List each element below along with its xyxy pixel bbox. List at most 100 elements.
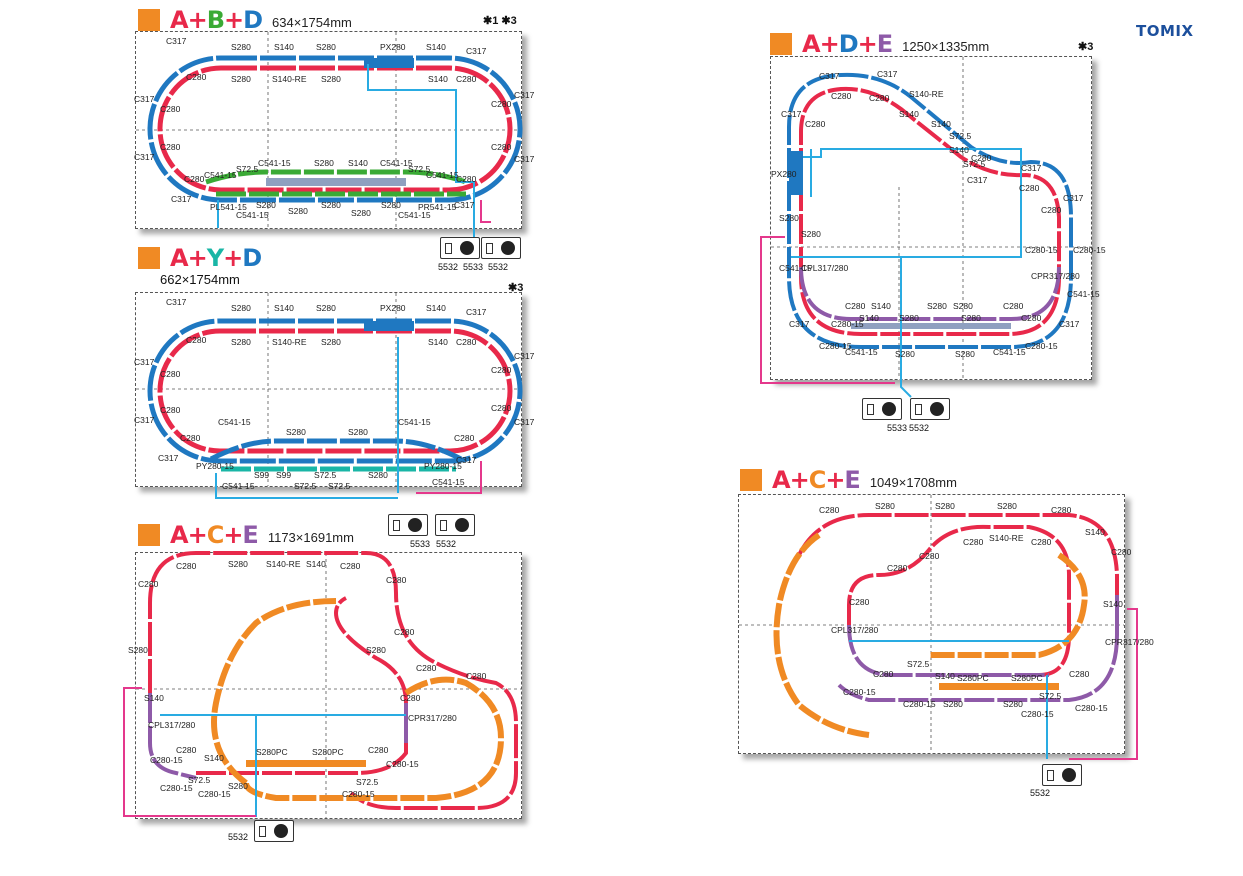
svg-text:C280-15: C280-15 bbox=[843, 687, 876, 697]
svg-text:S140-RE: S140-RE bbox=[909, 89, 944, 99]
svg-text:S140: S140 bbox=[204, 753, 224, 763]
svg-text:C280: C280 bbox=[186, 72, 207, 82]
svg-text:C541-15: C541-15 bbox=[222, 481, 255, 491]
svg-text:C280: C280 bbox=[819, 505, 840, 515]
svg-text:S280: S280 bbox=[895, 349, 915, 359]
knob-icon bbox=[460, 241, 474, 255]
power-controller-5532 bbox=[254, 820, 294, 842]
svg-text:S140-RE: S140-RE bbox=[272, 74, 307, 84]
svg-text:S280PC: S280PC bbox=[957, 673, 989, 683]
svg-text:CPL317/280: CPL317/280 bbox=[148, 720, 196, 730]
layout-notes: ✱1 ✱3 bbox=[483, 15, 517, 27]
svg-text:C280-15: C280-15 bbox=[831, 319, 864, 329]
layout-title-ade: A+D+E 1250×1335mm bbox=[770, 32, 989, 56]
svg-text:S280: S280 bbox=[943, 699, 963, 709]
svg-text:C280: C280 bbox=[456, 74, 477, 84]
svg-text:PX280: PX280 bbox=[771, 169, 797, 179]
knob-icon bbox=[930, 402, 944, 416]
svg-text:C541-15: C541-15 bbox=[380, 158, 413, 168]
svg-text:C280-15: C280-15 bbox=[903, 699, 936, 709]
svg-text:S280: S280 bbox=[875, 501, 895, 511]
svg-text:C317: C317 bbox=[514, 417, 535, 427]
svg-text:C280: C280 bbox=[1041, 205, 1062, 215]
svg-text:S280: S280 bbox=[961, 313, 981, 323]
svg-text:S72.5: S72.5 bbox=[907, 659, 929, 669]
svg-text:C317: C317 bbox=[171, 194, 192, 204]
svg-text:C280: C280 bbox=[368, 745, 389, 755]
svg-text:C317: C317 bbox=[466, 46, 487, 56]
svg-text:C317: C317 bbox=[466, 307, 487, 317]
layout-title-ace-1: A+C+E 1173×1691mm bbox=[138, 523, 354, 547]
controller-label: 5532 bbox=[1030, 788, 1051, 798]
svg-text:C280: C280 bbox=[160, 142, 181, 152]
svg-text:C280: C280 bbox=[160, 104, 181, 114]
svg-text:C280: C280 bbox=[491, 99, 512, 109]
svg-text:C317: C317 bbox=[134, 415, 155, 425]
combo-code: A+C+E bbox=[772, 466, 861, 494]
svg-text:C317: C317 bbox=[514, 90, 535, 100]
svg-text:C280: C280 bbox=[873, 669, 894, 679]
svg-text:S280: S280 bbox=[953, 301, 973, 311]
svg-text:C280-15: C280-15 bbox=[160, 783, 193, 793]
svg-text:S140: S140 bbox=[348, 158, 368, 168]
svg-text:S280PC: S280PC bbox=[256, 747, 288, 757]
svg-text:C317: C317 bbox=[134, 94, 155, 104]
combo-code: A+D+E bbox=[802, 30, 893, 58]
svg-text:C541-15: C541-15 bbox=[204, 170, 237, 180]
svg-text:S140: S140 bbox=[1103, 599, 1123, 609]
svg-text:C541-15: C541-15 bbox=[236, 210, 269, 220]
controller-label: 5532 bbox=[228, 832, 249, 842]
svg-text:C317: C317 bbox=[514, 351, 535, 361]
svg-text:C280: C280 bbox=[456, 337, 477, 347]
layout-title-ayd: A+Y+D bbox=[138, 246, 262, 270]
layout-title-ace-2: A+C+E 1049×1708mm bbox=[740, 468, 957, 492]
svg-text:S280: S280 bbox=[231, 42, 251, 52]
svg-text:C317: C317 bbox=[134, 152, 155, 162]
power-controller-5533 bbox=[862, 398, 902, 420]
knob-icon bbox=[274, 824, 288, 838]
svg-text:S280: S280 bbox=[316, 42, 336, 52]
controller-label: 5533 bbox=[463, 262, 484, 272]
controller-label: 5533 bbox=[887, 423, 908, 433]
svg-text:C317: C317 bbox=[1063, 193, 1084, 203]
svg-text:C541-15: C541-15 bbox=[993, 347, 1026, 357]
svg-text:S280: S280 bbox=[231, 74, 251, 84]
svg-text:S280: S280 bbox=[231, 337, 251, 347]
orange-square-icon bbox=[138, 247, 160, 269]
svg-text:C280: C280 bbox=[386, 575, 407, 585]
svg-text:C280-15: C280-15 bbox=[342, 789, 375, 799]
controller-label: 5532 bbox=[909, 423, 930, 433]
svg-text:S280: S280 bbox=[1003, 699, 1023, 709]
layout-notes: ✱3 bbox=[1078, 41, 1094, 53]
svg-text:C280-15: C280-15 bbox=[150, 755, 183, 765]
svg-text:C280: C280 bbox=[176, 561, 197, 571]
svg-text:C541-15: C541-15 bbox=[779, 263, 812, 273]
svg-text:S72.5: S72.5 bbox=[294, 481, 316, 491]
power-controller-5532 bbox=[1042, 764, 1082, 786]
power-controller-5532 bbox=[481, 237, 521, 259]
svg-text:S280: S280 bbox=[231, 303, 251, 313]
controller-label: 5533 bbox=[410, 539, 431, 549]
svg-text:CPL317/280: CPL317/280 bbox=[801, 263, 849, 273]
knob-icon bbox=[501, 241, 515, 255]
svg-text:S280: S280 bbox=[286, 427, 306, 437]
svg-text:S280: S280 bbox=[228, 559, 248, 569]
svg-text:S280: S280 bbox=[321, 337, 341, 347]
svg-text:C317: C317 bbox=[781, 109, 802, 119]
svg-text:CPR317/280: CPR317/280 bbox=[1031, 271, 1080, 281]
svg-text:S140-RE: S140-RE bbox=[272, 337, 307, 347]
svg-text:C280-15: C280-15 bbox=[1073, 245, 1106, 255]
svg-text:S140-RE: S140-RE bbox=[989, 533, 1024, 543]
knob-icon bbox=[1062, 768, 1076, 782]
layout-size: 1049×1708mm bbox=[869, 475, 957, 490]
svg-text:PY280-15: PY280-15 bbox=[196, 461, 234, 471]
svg-text:C317: C317 bbox=[166, 36, 187, 46]
svg-text:C280-15: C280-15 bbox=[1025, 245, 1058, 255]
svg-text:S140: S140 bbox=[144, 693, 164, 703]
svg-text:C317: C317 bbox=[158, 453, 179, 463]
svg-text:C280: C280 bbox=[456, 174, 477, 184]
svg-text:CPR317/280: CPR317/280 bbox=[408, 713, 457, 723]
